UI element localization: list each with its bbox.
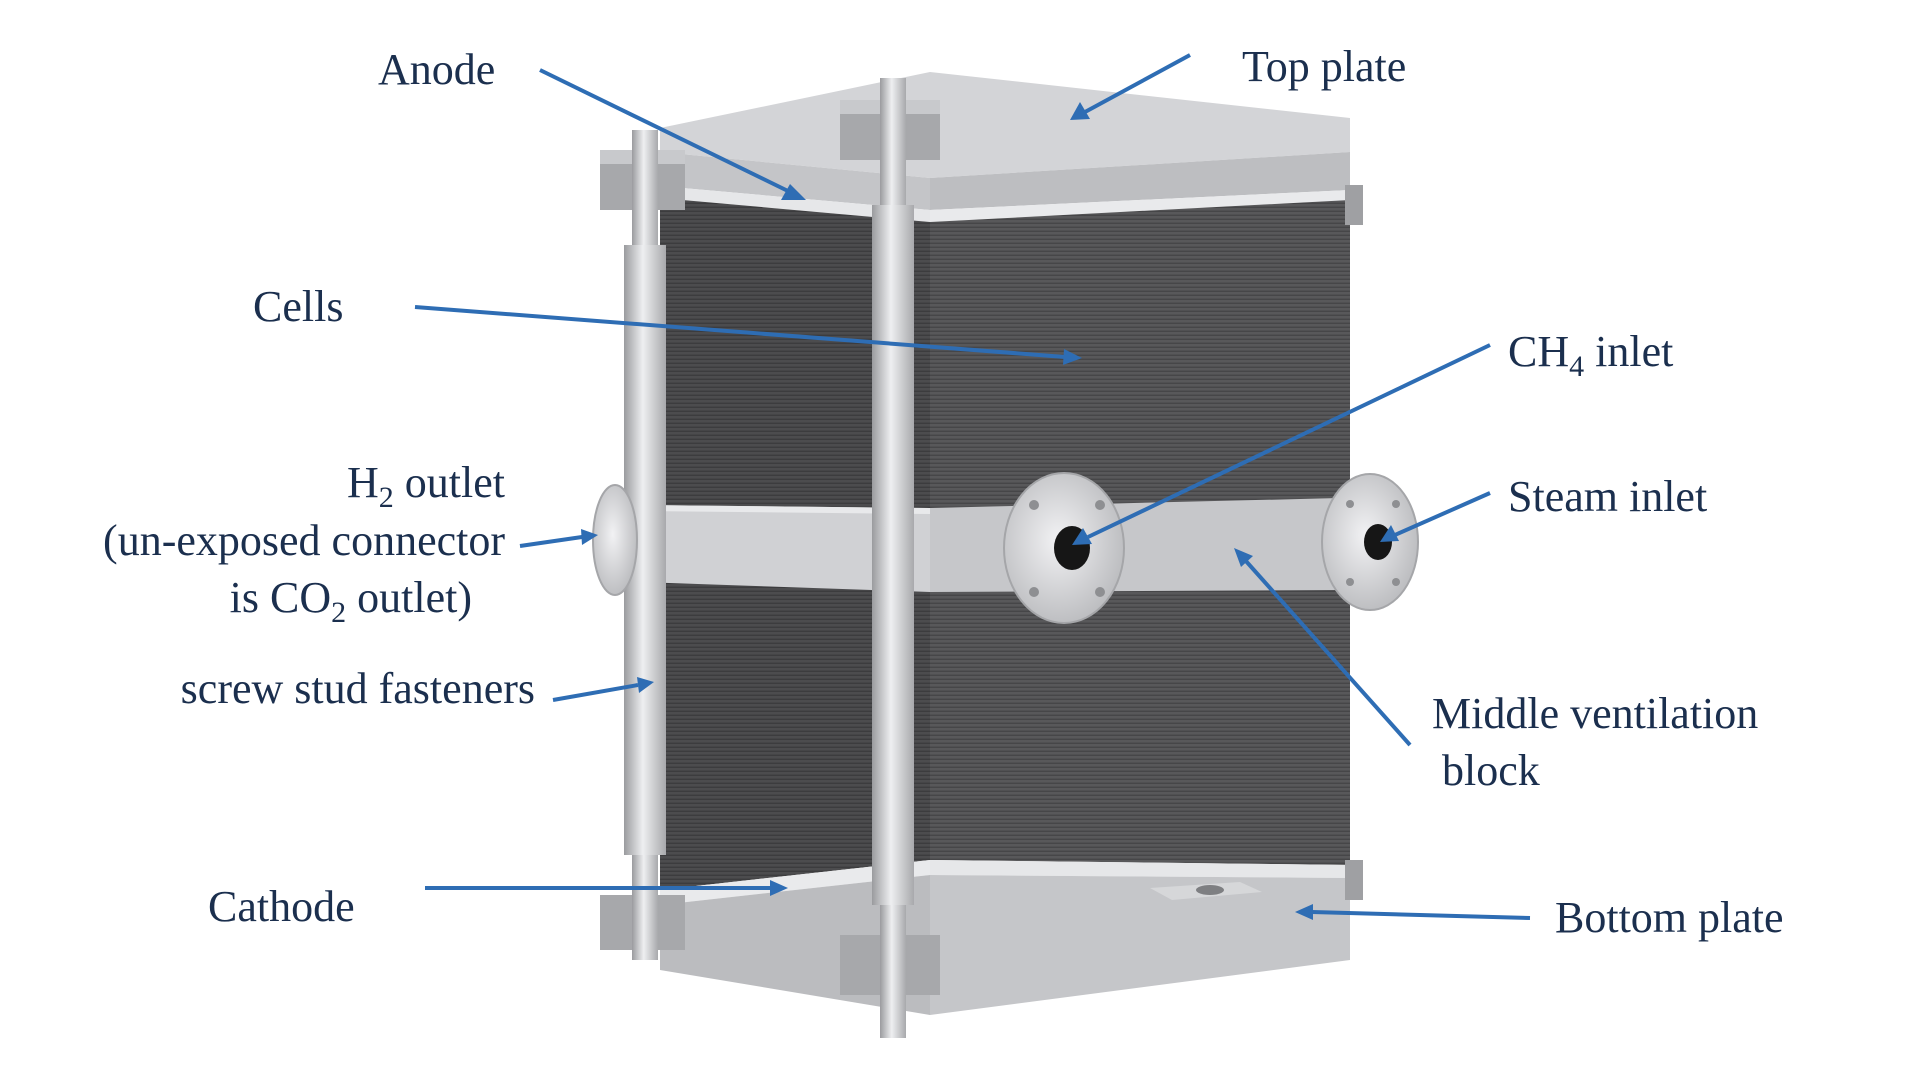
middle-ventilation-block-shape	[640, 498, 1340, 592]
screw-stud-label: screw stud fasteners	[181, 664, 535, 713]
cells-arrow	[414, 305, 1066, 359]
annotation-arrows	[414, 53, 1531, 920]
h2-outlet-flange	[592, 484, 638, 596]
h2-main: H	[347, 458, 379, 507]
steam-inlet-label: Steam inlet	[1508, 472, 1707, 521]
bottom-plate-shape	[660, 860, 1350, 1015]
top-plate-arrow	[1084, 53, 1191, 114]
cells-label: Cells	[253, 282, 343, 331]
top-plate-shape	[660, 72, 1350, 222]
middle-vent-label-line1: Middle ventilation	[1432, 689, 1758, 738]
ch4-subscript: 4	[1569, 350, 1584, 383]
h2-tail: outlet	[394, 458, 505, 507]
steam-inlet-flange	[1321, 473, 1419, 611]
top-plate-label: Top plate	[1242, 42, 1406, 91]
annotation-labels: Anode Top plate Cells CH4 inlet H2 outle…	[103, 42, 1783, 942]
h2-outlet-line2: (un-exposed connector	[103, 516, 505, 565]
co2-pre: is CO	[230, 573, 331, 622]
ch4-inlet-arrow	[1087, 343, 1491, 539]
middle-vent-label-line2: block	[1442, 746, 1540, 795]
anode-arrow	[539, 68, 791, 194]
h2-subscript: 2	[379, 481, 394, 514]
h2-outlet-line3: is CO2 outlet)	[230, 573, 472, 629]
h2-outlet-label: H2 outlet	[347, 458, 505, 514]
ch4-inlet-flange	[1003, 472, 1125, 624]
cathode-label: Cathode	[208, 882, 355, 931]
bottom-plate-label: Bottom plate	[1555, 893, 1784, 942]
screw-stud-fasteners-shape	[624, 78, 914, 1038]
ch4-inlet-label: CH4 inlet	[1508, 327, 1673, 383]
fuel-cell-stack	[592, 72, 1419, 1038]
co2-tail: outlet)	[346, 573, 472, 622]
screw-stud-arrow	[552, 683, 639, 702]
bottom-plate-arrow	[1311, 910, 1531, 920]
h2-outlet-arrow	[519, 535, 583, 548]
ch4-tail: inlet	[1584, 327, 1673, 376]
anode-label: Anode	[378, 45, 495, 94]
co2-subscript: 2	[331, 596, 346, 629]
steam-inlet-arrow	[1394, 491, 1491, 537]
middle-vent-arrow	[1243, 558, 1412, 747]
ch4-main: CH	[1508, 327, 1569, 376]
